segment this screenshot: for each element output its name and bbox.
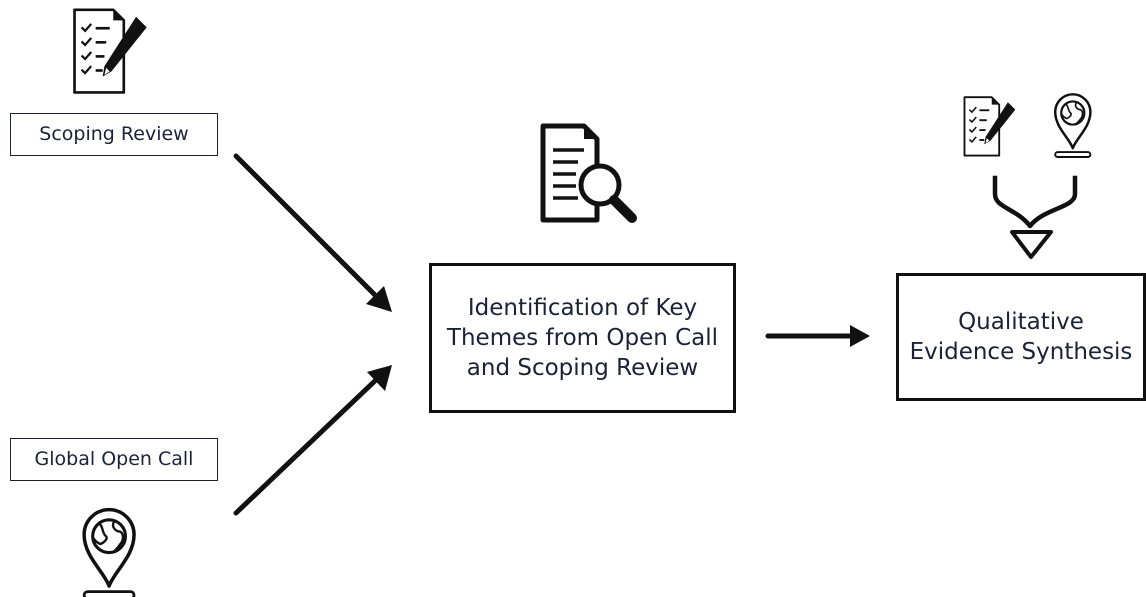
synthesis-box: Qualitative Evidence Synthesis [896, 273, 1146, 401]
merge-arrow-icon [992, 175, 1078, 259]
scoping-review-box: Scoping Review [10, 113, 218, 156]
key-themes-box: Identification of Key Themes from Open C… [429, 263, 736, 413]
arrow-themes-to-synthesis [765, 325, 870, 347]
arrow-scoping-to-themes [233, 153, 392, 312]
scoping-review-label: Scoping Review [39, 123, 189, 145]
checklist-pen-icon [963, 96, 1017, 157]
synthesis-label: Qualitative Evidence Synthesis [909, 309, 1133, 365]
key-themes-label: Identification of Key Themes from Open C… [446, 295, 719, 381]
globe-location-pin-icon [1053, 93, 1092, 159]
global-open-call-label: Global Open Call [34, 448, 194, 470]
document-magnifier-icon [540, 123, 637, 223]
arrow-opencall-to-themes [233, 365, 392, 516]
global-open-call-box: Global Open Call [10, 438, 218, 481]
checklist-pen-icon [73, 8, 148, 94]
globe-location-pin-icon [82, 507, 136, 597]
